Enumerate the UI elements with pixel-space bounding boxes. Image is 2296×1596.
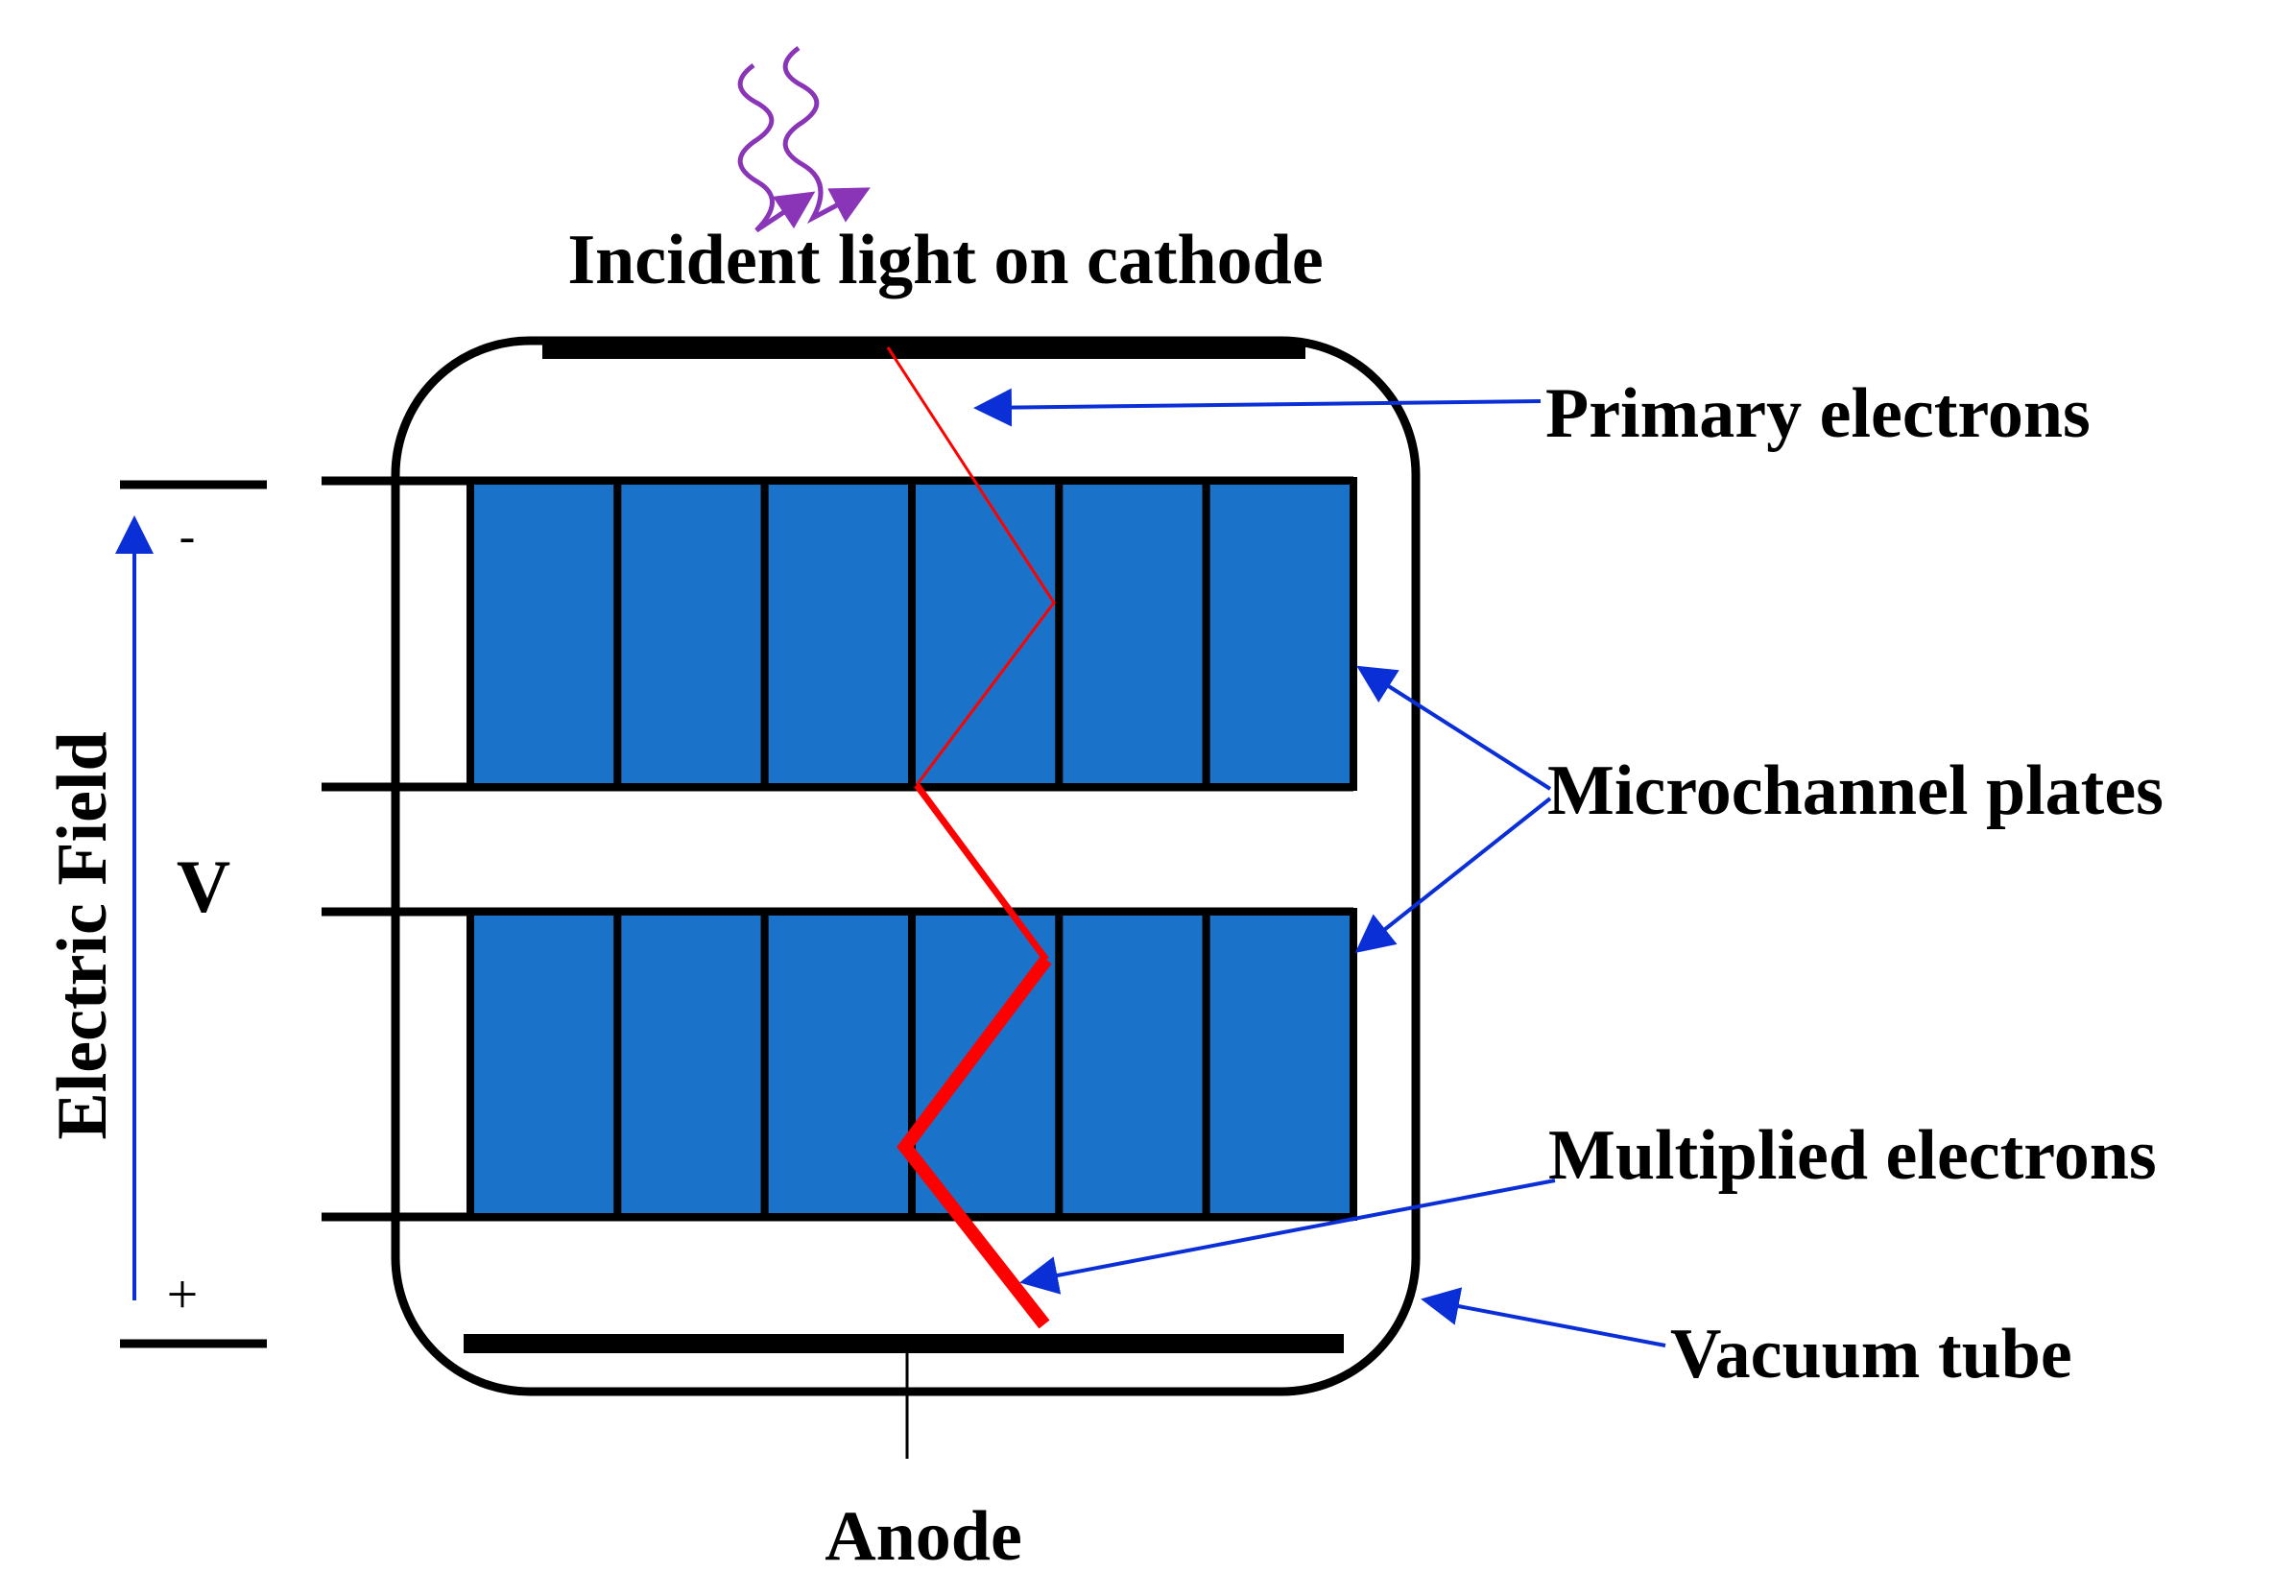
incident-light-label: Incident light on cathode	[567, 221, 1323, 299]
multiplied-electrons-pointer	[1019, 1179, 1556, 1295]
vacuum-tube-pointer	[1421, 1287, 1666, 1347]
secondary-electron-path	[914, 782, 1049, 963]
microchannel-plates-label: Microchannel plates	[1547, 751, 2164, 830]
mcp-pointer-upper	[1356, 665, 1552, 791]
microchannel	[1202, 477, 1357, 791]
mcp-pointer-lower	[1354, 797, 1552, 953]
multiplied-electron-path	[897, 955, 1052, 1329]
photon-wave-right	[782, 45, 871, 225]
electric-field-label: Electric Field	[43, 731, 122, 1139]
voltage-label: V	[177, 845, 230, 928]
microchannel	[466, 477, 622, 791]
microchannel	[760, 908, 917, 1221]
primary-electrons-label: Primary electrons	[1545, 374, 2091, 453]
plus-label: +	[167, 1263, 199, 1325]
minus-label: -	[179, 509, 196, 562]
anode-label: Anode	[825, 1497, 1022, 1576]
microchannel-plate-2	[466, 908, 1357, 1221]
microchannel	[1202, 908, 1357, 1221]
microchannel	[1055, 477, 1210, 791]
microchannel-plate-1	[466, 477, 1357, 791]
microchannel	[613, 908, 769, 1221]
microchannel	[613, 477, 769, 791]
microchannel	[908, 908, 1064, 1221]
microchannel	[760, 477, 917, 791]
photon-wave-left	[737, 62, 816, 233]
vacuum-tube-label: Vacuum tube	[1670, 1315, 2072, 1394]
microchannel	[466, 908, 622, 1221]
microchannel	[1055, 908, 1210, 1221]
primary-electrons-pointer	[973, 388, 1542, 427]
microchannel	[908, 477, 1064, 791]
photon-icon	[737, 45, 871, 233]
electron-path	[886, 346, 1056, 1329]
pointer-arrows	[973, 388, 1666, 1347]
multiplied-electrons-label: Multiplied electrons	[1548, 1116, 2157, 1195]
primary-electron-path	[886, 346, 1056, 786]
